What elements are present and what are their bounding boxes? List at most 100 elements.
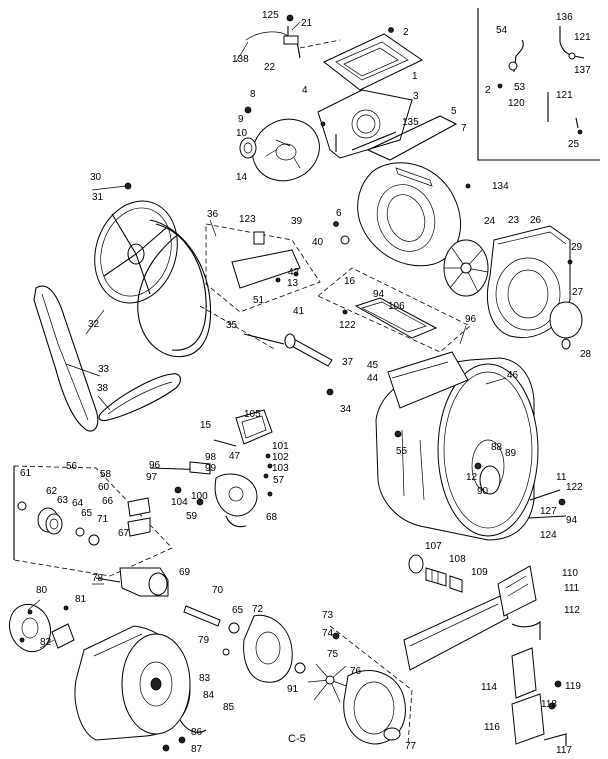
top-plate-part — [245, 14, 423, 91]
part-label: 29 — [571, 242, 583, 253]
part-label: 80 — [36, 585, 48, 596]
part-label: 68 — [266, 512, 278, 523]
access-panels-part — [403, 565, 567, 746]
part-label: 109 — [471, 567, 488, 578]
part-label: 36 — [207, 209, 219, 220]
part-label: 106 — [388, 301, 405, 312]
part-label: 86 — [191, 727, 203, 738]
part-label: 134 — [492, 181, 509, 192]
bracket-box-part — [317, 267, 471, 353]
motor-part — [74, 625, 207, 752]
part-label: 59 — [186, 511, 198, 522]
part-label: 64 — [72, 498, 84, 509]
part-label: 14 — [236, 172, 248, 183]
part-label: 122 — [339, 320, 356, 331]
part-label: 118 — [541, 699, 557, 710]
part-label: 11 — [556, 472, 567, 483]
part-label: 57 — [273, 475, 285, 486]
part-label: 72 — [252, 604, 264, 615]
valve-box-part — [13, 465, 173, 577]
part-label: 12 — [466, 472, 478, 483]
impeller-disc-part — [239, 106, 320, 182]
nozzle-parts-part — [408, 554, 463, 593]
part-label: 103 — [272, 463, 289, 474]
ignition-transformer-part — [213, 409, 273, 479]
part-label: 108 — [449, 554, 466, 565]
part-label: 26 — [530, 215, 542, 226]
part-label: 63 — [57, 495, 69, 506]
part-label: 35 — [226, 320, 238, 331]
part-label: 2 — [485, 85, 491, 96]
part-label: 135 — [402, 117, 419, 128]
part-label: 51 — [253, 295, 265, 306]
part-label: 96 — [149, 460, 161, 471]
part-label: 27 — [572, 287, 584, 298]
part-label: 83 — [199, 673, 211, 684]
part-label: 111 — [564, 583, 580, 594]
part-label: 5 — [451, 106, 457, 117]
blower-wheel-part — [243, 614, 353, 703]
part-label: 13 — [287, 278, 299, 289]
belts-part — [33, 219, 212, 432]
part-label: 101 — [272, 441, 289, 452]
fuel-unit-part — [95, 567, 240, 656]
part-label: 67 — [118, 528, 130, 539]
part-label: 38 — [97, 383, 109, 394]
part-label: 39 — [291, 216, 303, 227]
part-label: 54 — [496, 25, 508, 36]
part-label: 78 — [92, 573, 104, 584]
part-label: 65 — [81, 508, 93, 519]
part-label: 121 — [574, 32, 591, 43]
part-label: 124 — [540, 530, 557, 541]
part-label: 116 — [484, 722, 500, 733]
air-tube-part — [329, 625, 413, 745]
part-label: 42 — [288, 267, 300, 278]
part-label: 6 — [336, 208, 342, 219]
part-label: 88 — [491, 442, 503, 453]
part-label: 30 — [90, 172, 102, 183]
part-label: 62 — [46, 486, 58, 497]
part-label: 94 — [373, 289, 385, 300]
part-label: 7 — [461, 123, 467, 134]
part-label: 117 — [556, 745, 572, 756]
part-label: 1 — [412, 71, 418, 82]
part-label: 85 — [223, 702, 235, 713]
leader-lines — [27, 21, 507, 649]
part-label: 112 — [564, 605, 580, 616]
part-label: 125 — [262, 10, 279, 21]
part-label: 25 — [568, 139, 580, 150]
part-label: 122 — [566, 482, 583, 493]
large-pulley-part — [94, 182, 178, 304]
diagram-caption: C-5 — [288, 733, 306, 745]
part-label: 98 — [205, 452, 217, 463]
part-label: 105 — [244, 409, 261, 420]
part-label: 81 — [75, 594, 87, 605]
part-label: 71 — [97, 514, 109, 525]
shaft-box-part — [205, 223, 321, 313]
part-label: 104 — [171, 497, 188, 508]
part-label: 45 — [367, 360, 379, 371]
part-label: 44 — [367, 373, 379, 384]
mounting-flange-part — [8, 603, 75, 653]
part-label: 82 — [40, 637, 52, 648]
part-label: 94 — [566, 515, 578, 526]
part-label: 3 — [413, 91, 419, 102]
part-label: 60 — [98, 482, 110, 493]
volute-housing-part — [333, 162, 471, 267]
part-label: 97 — [146, 472, 158, 483]
part-label: 4 — [302, 85, 308, 96]
part-label: 21 — [301, 18, 313, 29]
part-label: 121 — [556, 90, 573, 101]
part-label: 76 — [350, 666, 362, 677]
part-label: 120 — [508, 98, 525, 109]
part-label: 107 — [425, 541, 442, 552]
part-label: 65 — [232, 605, 244, 616]
blower-housing-part — [487, 225, 583, 350]
part-label: 53 — [514, 82, 526, 93]
part-label: 89 — [505, 448, 517, 459]
part-label: 41 — [293, 306, 305, 317]
part-label: 37 — [342, 357, 354, 368]
part-label: 136 — [556, 12, 573, 23]
